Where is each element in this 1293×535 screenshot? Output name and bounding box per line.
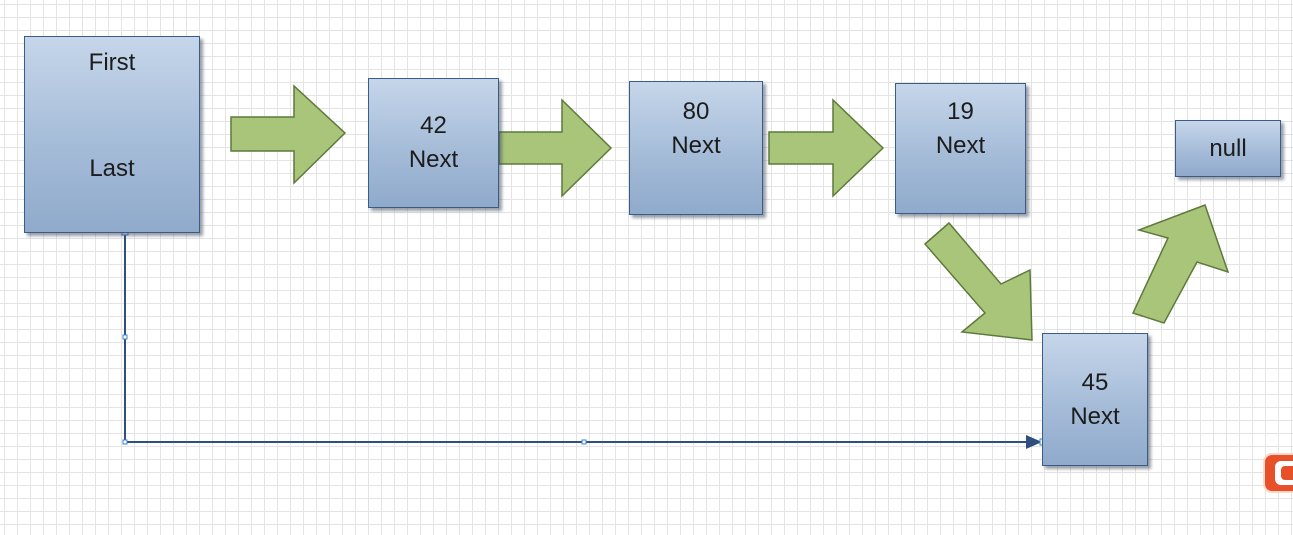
node-value: 45: [1081, 369, 1109, 396]
node-next-label: Next: [408, 146, 459, 173]
last-pointer-connector: [124, 232, 1030, 443]
list-node-45[interactable]: 45 Next: [1042, 333, 1148, 466]
block-arrow-19-to-45: [923, 221, 1033, 341]
list-node-19[interactable]: 19 Next: [895, 83, 1026, 214]
node-next-label: Next: [671, 132, 721, 159]
node-next-label: Next: [935, 132, 986, 159]
null-terminal[interactable]: null: [1175, 120, 1281, 177]
connector-handle-corner[interactable]: [122, 439, 128, 445]
node-next-label: Next: [1070, 403, 1120, 430]
list-node-80[interactable]: 80 Next: [629, 81, 763, 215]
node-value: 42: [420, 112, 447, 139]
block-arrow-45-to-null: [1131, 204, 1230, 324]
list-node-42[interactable]: 42 Next: [368, 78, 499, 208]
block-arrow-42-to-80: [498, 98, 613, 198]
null-label: null: [1209, 135, 1247, 162]
connector-handle-mid-horizontal[interactable]: [581, 439, 587, 445]
head-node[interactable]: First Last: [24, 36, 200, 233]
connector-handle-mid-vertical[interactable]: [122, 334, 128, 340]
first-label: First: [88, 49, 136, 76]
app-logo-glyph: [1275, 461, 1293, 485]
block-arrow-80-to-19: [768, 98, 885, 198]
last-pointer-arrowhead: [1026, 435, 1042, 449]
node-value: 80: [682, 98, 710, 125]
last-label: Last: [89, 155, 135, 182]
node-value: 19: [947, 98, 974, 125]
block-arrow-first-to-42: [230, 84, 347, 185]
app-logo-icon: [1265, 455, 1293, 491]
